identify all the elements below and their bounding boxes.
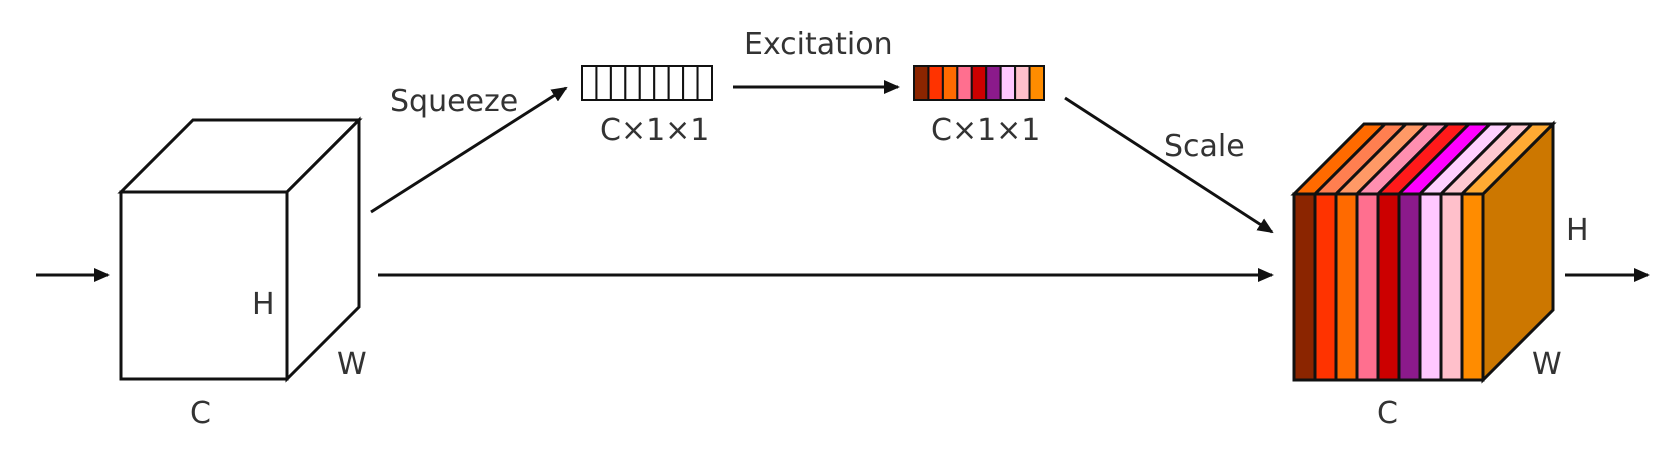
excitation-label: Excitation bbox=[744, 27, 893, 62]
input-cube-front bbox=[119, 190, 289, 381]
squeeze-vector-dims: C×1×1 bbox=[600, 113, 709, 148]
output-cube-front-slice bbox=[1355, 192, 1380, 382]
input-h-label: H bbox=[252, 287, 275, 322]
excitation-vector-cell bbox=[956, 65, 973, 101]
scale-arrow bbox=[1064, 96, 1274, 234]
excitation-vector-cell bbox=[970, 65, 988, 101]
output-cube-front-slice bbox=[1334, 192, 1359, 382]
squeeze-vector bbox=[581, 65, 713, 101]
excitation-vector-cell bbox=[999, 65, 1017, 101]
squeeze-vector-cell bbox=[696, 65, 713, 101]
output-h-label: H bbox=[1566, 213, 1589, 248]
input-w-label: W bbox=[337, 347, 367, 382]
output-cube-front-slice bbox=[1313, 192, 1338, 382]
excitation-vector-cell bbox=[1014, 65, 1031, 101]
squeeze-arrow bbox=[370, 86, 568, 214]
squeeze-vector-cell bbox=[609, 65, 627, 101]
squeeze-vector-cell bbox=[595, 65, 612, 101]
excitation-vector bbox=[913, 65, 1045, 101]
squeeze-vector-cell bbox=[581, 65, 598, 101]
output-w-label: W bbox=[1532, 347, 1562, 382]
excitation-vector-dims: C×1×1 bbox=[931, 113, 1040, 148]
squeeze-vector-cell bbox=[653, 65, 670, 101]
excitation-vector-cell bbox=[1028, 65, 1045, 101]
output-cube bbox=[1290, 120, 1557, 384]
excitation-vector-cell bbox=[941, 65, 959, 101]
squeeze-vector-cell bbox=[682, 65, 699, 101]
squeeze-vector-cell bbox=[667, 65, 685, 101]
output-cube-front-slice bbox=[1292, 192, 1317, 382]
scale-label: Scale bbox=[1164, 129, 1245, 164]
output-cube-front-slice bbox=[1397, 192, 1422, 382]
squeeze-label: Squeeze bbox=[390, 84, 518, 119]
output-cube-front-slice bbox=[1376, 192, 1401, 382]
squeeze-vector-cell bbox=[638, 65, 656, 101]
input-cube bbox=[117, 116, 363, 383]
excitation-vector-cell bbox=[913, 65, 930, 101]
output-cube-front-slice bbox=[1460, 192, 1485, 382]
excitation-vector-cell bbox=[985, 65, 1002, 101]
output-cube-front-slice bbox=[1418, 192, 1443, 382]
input-c-label: C bbox=[190, 396, 211, 431]
excitation-vector-cell bbox=[927, 65, 944, 101]
output-c-label: C bbox=[1377, 396, 1398, 431]
output-cube-front-slice bbox=[1439, 192, 1464, 382]
squeeze-vector-cell bbox=[624, 65, 641, 101]
